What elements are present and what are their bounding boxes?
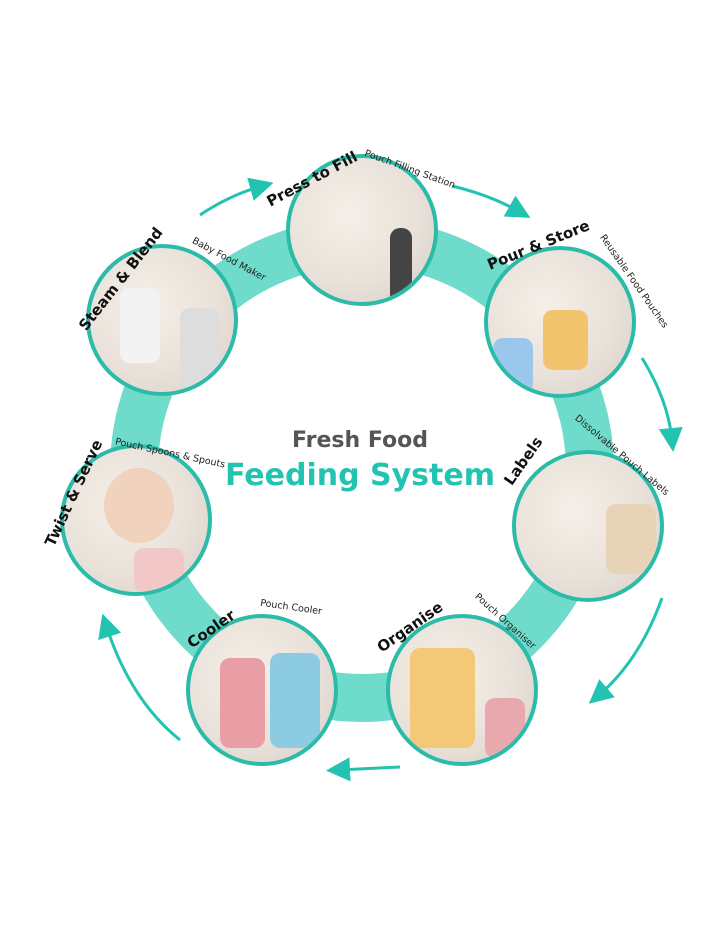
step-pour-store-image <box>484 246 636 398</box>
title-line1: Fresh Food <box>292 428 428 453</box>
step-twist-serve-image <box>60 444 212 596</box>
arrow-5 <box>326 757 401 782</box>
arrow-6 <box>98 613 181 742</box>
step-organise-image <box>386 614 538 766</box>
arrow-2 <box>451 184 531 218</box>
step-steam-blend-image <box>86 244 238 396</box>
step-cooler-image <box>186 614 338 766</box>
step-labels-image <box>512 450 664 602</box>
title-line2: Feeding System <box>225 458 495 493</box>
arrow-3 <box>640 357 683 452</box>
arrow-4 <box>588 597 664 704</box>
step-press-fill-image <box>286 154 438 306</box>
arrow-1 <box>199 177 274 217</box>
